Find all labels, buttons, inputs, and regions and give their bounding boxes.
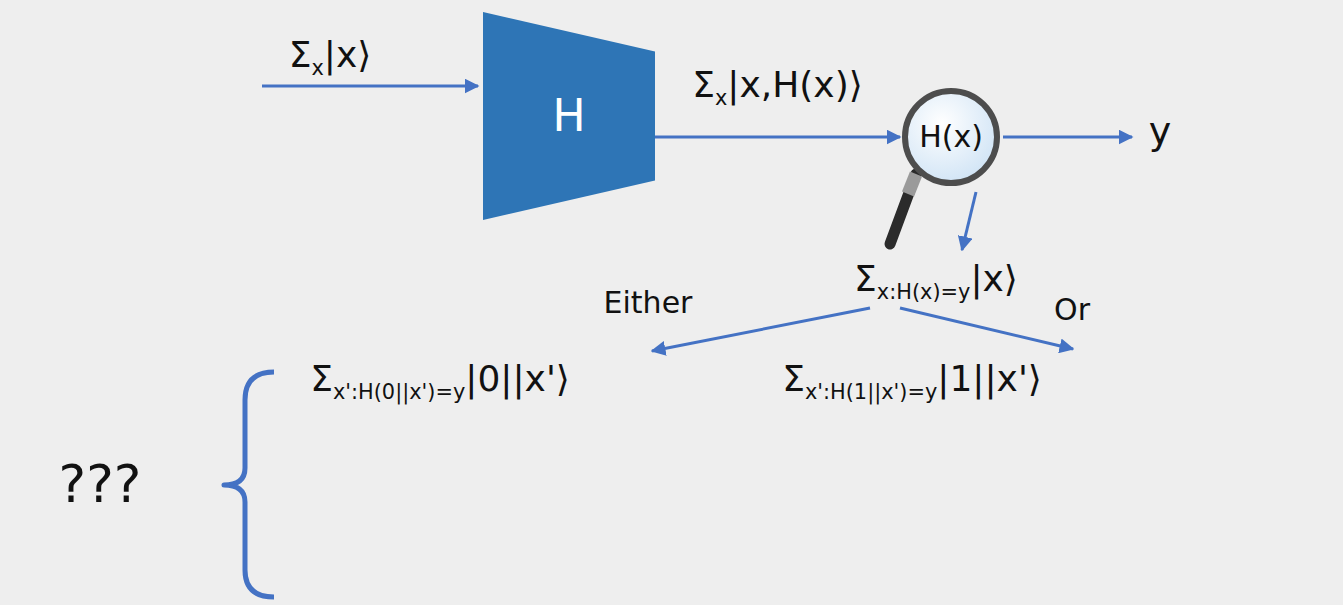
input-state: Σx|x⟩ [289,33,372,76]
node-label: H [552,90,585,143]
measure-arrow [962,192,976,250]
branch-label: Or [1054,292,1090,328]
or-arrow [900,308,1073,349]
curly-bracket [224,372,274,597]
question-marks: ??? [59,453,142,515]
flow-arrow [655,136,900,139]
magnifier-handle [890,174,916,244]
input-arrow [262,85,478,88]
edge-label: Σx|x,H(x)⟩ [692,63,863,106]
branch-state: Σx':H(1||x')=y|1||x'⟩ [782,357,1042,400]
hash-function-block: H [483,12,655,220]
branch-label: Either [604,285,693,321]
output-arrow [1003,136,1132,139]
collapsed-state: Σx:H(x)=y|x⟩ [854,257,1018,300]
measurement-magnifier: H(x) [902,88,1000,186]
node-label: H(x) [919,119,983,155]
output-value: y [1149,109,1172,155]
branch-state: Σx':H(0||x')=y|0||x'⟩ [310,357,570,400]
magnifier-collar [908,174,916,194]
